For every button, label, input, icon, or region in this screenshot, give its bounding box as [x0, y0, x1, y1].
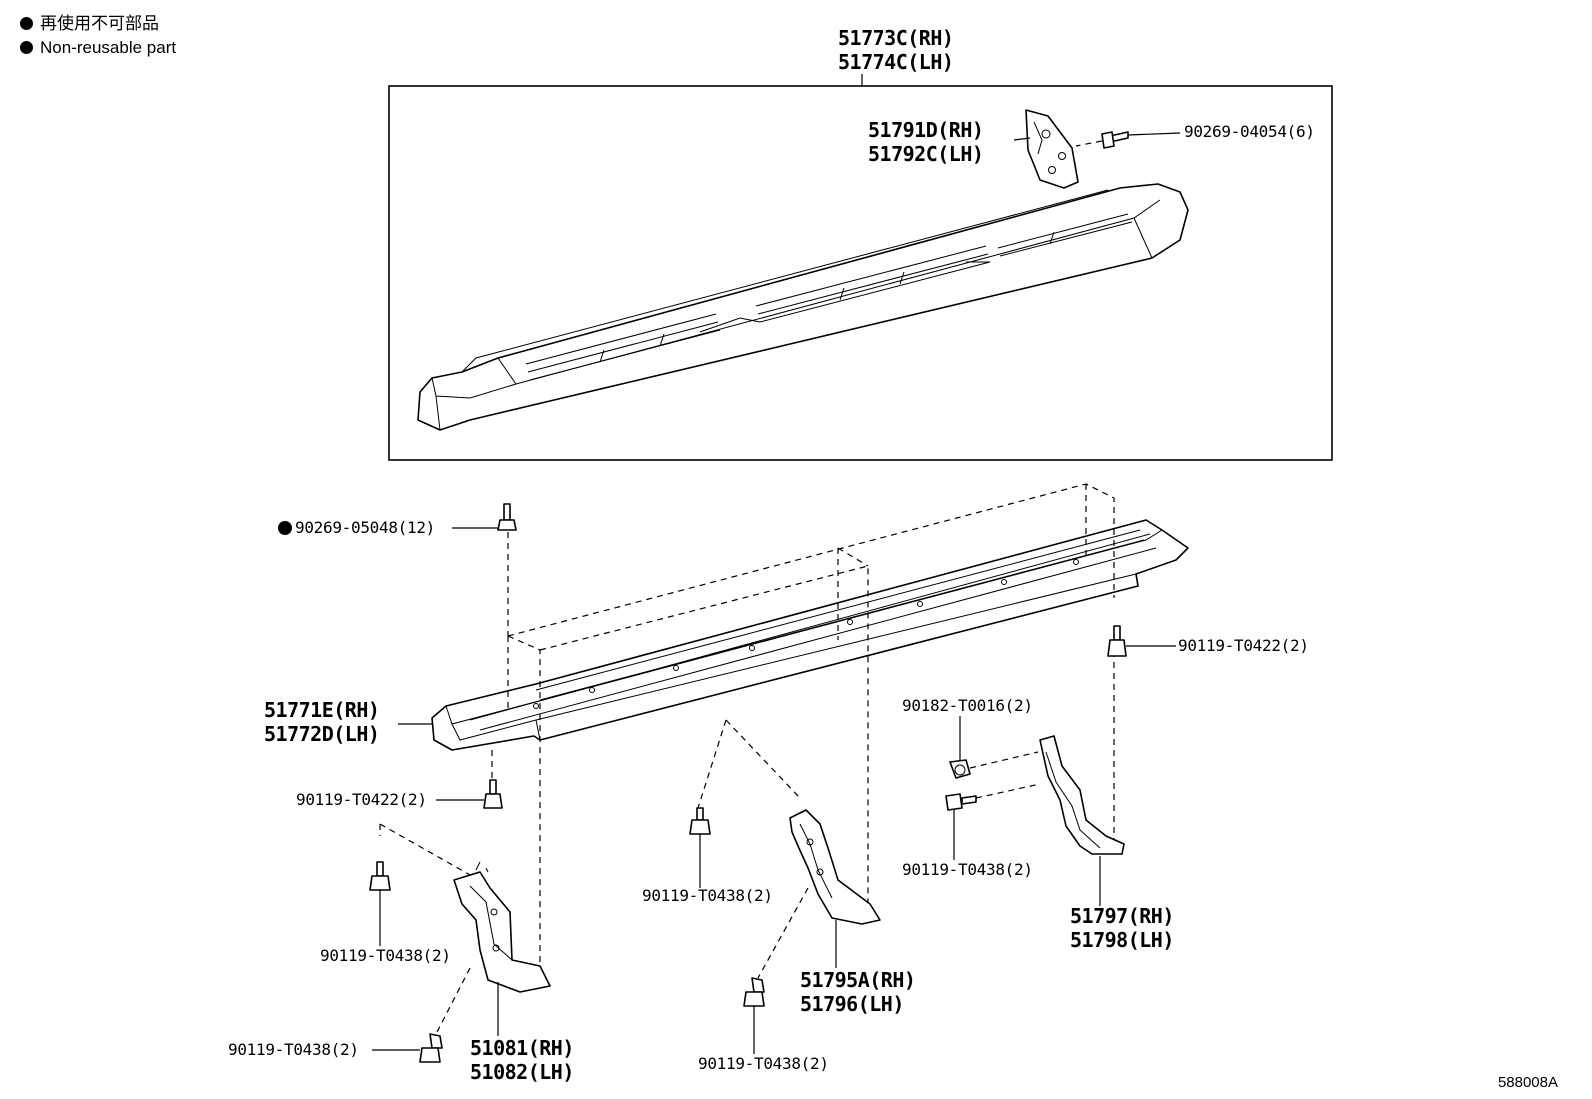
- label-bracket-mid-rh: 51795A(RH): [800, 968, 916, 992]
- label-bolt-right: 90119-T0422(2): [1178, 636, 1309, 655]
- bolt-mid: [689, 807, 711, 888]
- label-screw-clip: 90269-05048(12): [278, 520, 435, 536]
- label-rail-rh: 51771E(RH): [264, 698, 380, 722]
- label-screw-clip-text: 90269-05048(12): [295, 518, 435, 537]
- bolt-left-lower: [372, 967, 471, 1063]
- label-bolt-rear-bracket: 90119-T0438(2): [902, 860, 1033, 879]
- label-bracket-plate-rh: 51791D(RH): [868, 118, 984, 142]
- non-reusable-dot-icon: [278, 521, 292, 535]
- bolt-rear-bracket: [945, 783, 1041, 860]
- label-bracket-plate-lh: 51792C(LH): [868, 142, 984, 166]
- legend-en-text: Non-reusable part: [40, 38, 177, 57]
- label-rail-lh: 51772D(LH): [264, 722, 380, 746]
- label-bracket-front-rh: 51081(RH): [470, 1036, 574, 1060]
- label-screw-top: 90269-04054(6): [1184, 122, 1315, 141]
- rear-bracket: [1039, 735, 1125, 906]
- label-bracket-rear-lh: 51798(LH): [1070, 928, 1174, 952]
- legend-jp-text: 再使用不可部品: [40, 14, 159, 33]
- step-board: [417, 183, 1189, 431]
- mid-bracket: [789, 809, 881, 968]
- nut: [949, 716, 1039, 779]
- label-bolt-left-lower: 90119-T0438(2): [228, 1040, 359, 1059]
- figure-id: 588008A: [1497, 1074, 1558, 1091]
- label-nut: 90182-T0016(2): [902, 696, 1033, 715]
- label-bolt-left: 90119-T0422(2): [296, 790, 427, 809]
- front-bracket: [453, 861, 551, 1036]
- legend-line-en: Non-reusable part: [20, 38, 176, 58]
- label-step-board-rh: 51773C(RH): [838, 26, 954, 50]
- bolt-left-upper: [369, 861, 391, 946]
- label-step-board-lh: 51774C(LH): [838, 50, 954, 74]
- label-bracket-rear-rh: 51797(RH): [1070, 904, 1174, 928]
- label-bolt-mid-lower: 90119-T0438(2): [698, 1054, 829, 1073]
- label-bracket-mid-lh: 51796(LH): [800, 992, 904, 1016]
- clip-screw: [452, 503, 517, 531]
- bolt-mid-lower: [743, 887, 809, 1054]
- label-bolt-mid: 90119-T0438(2): [642, 886, 773, 905]
- screw-top: [1075, 131, 1181, 149]
- bracket-plate: [1013, 109, 1079, 189]
- label-bracket-front-lh: 51082(LH): [470, 1060, 574, 1084]
- step-board-assembly-box: [388, 85, 1333, 461]
- non-reusable-dot-icon: [20, 41, 33, 54]
- step-rail: [398, 519, 1189, 751]
- legend-line-jp: 再使用不可部品: [20, 14, 159, 34]
- non-reusable-dot-icon: [20, 17, 33, 30]
- bolt-left: [436, 750, 503, 809]
- label-bolt-left-upper: 90119-T0438(2): [320, 946, 451, 965]
- bolt-right: [1107, 625, 1176, 657]
